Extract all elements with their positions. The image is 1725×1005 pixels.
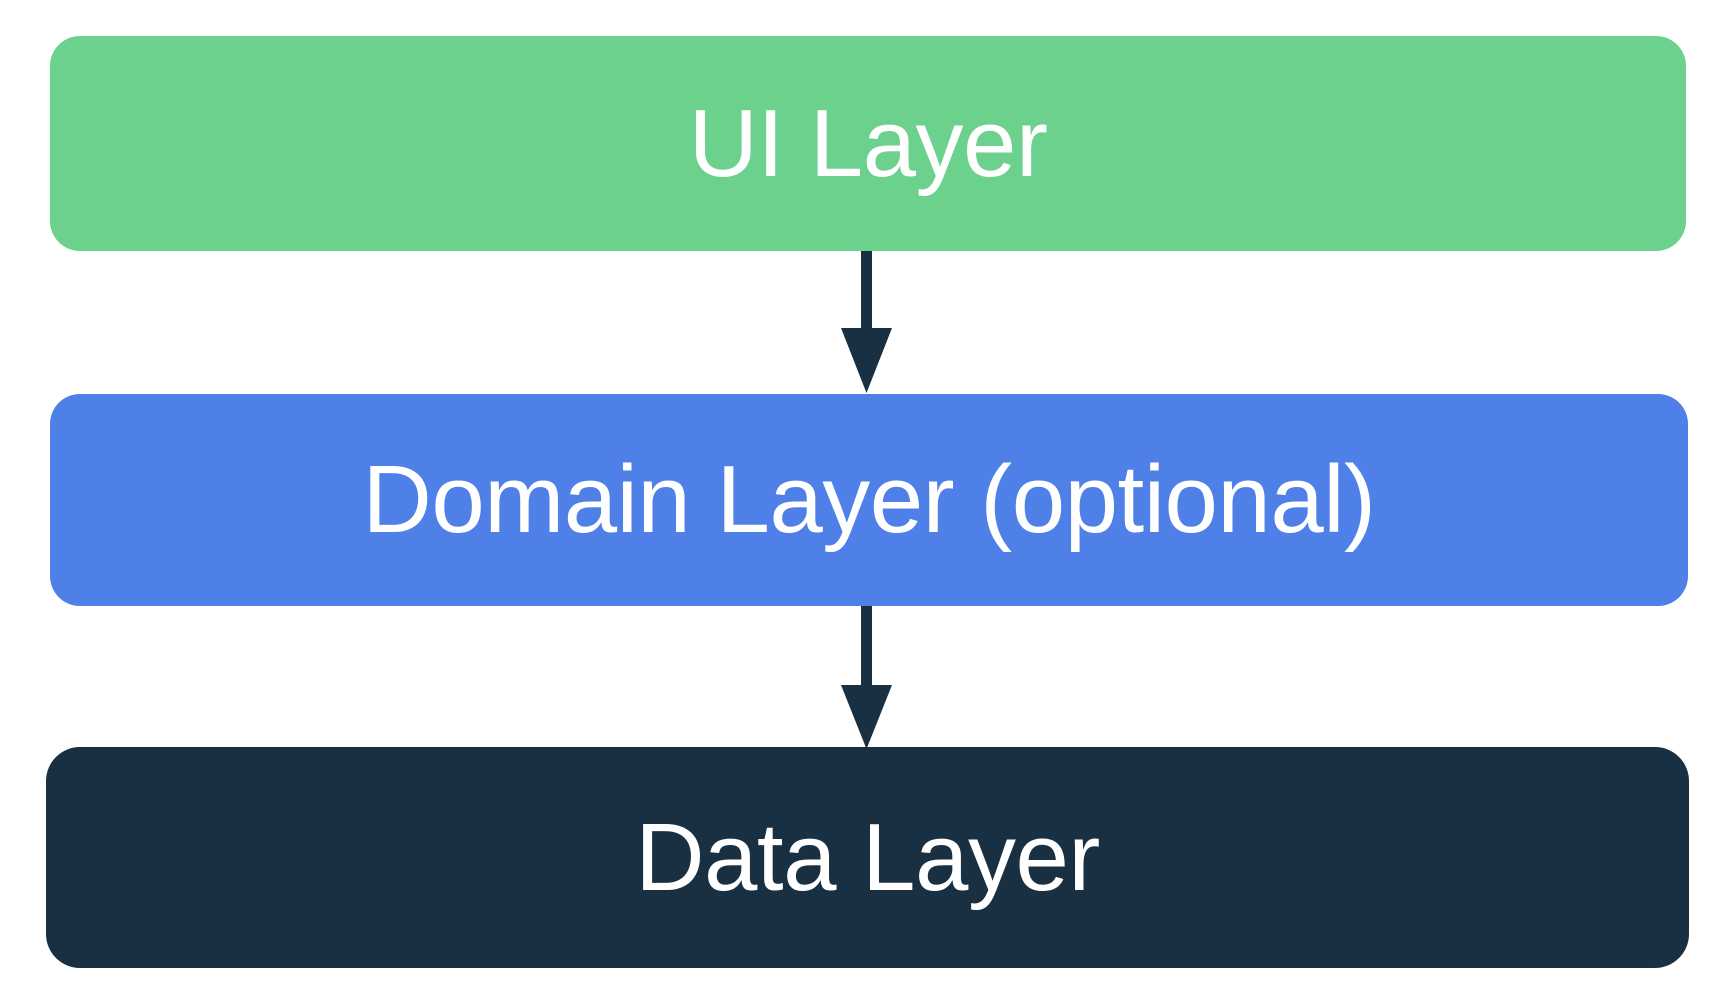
node-ui-layer-label: UI Layer	[688, 89, 1048, 197]
node-domain-layer-label: Domain Layer (optional)	[362, 446, 1377, 553]
node-data-layer[interactable]: Data Layer	[46, 747, 1689, 968]
arrow-ui-to-domain	[841, 251, 892, 393]
node-domain-layer[interactable]: Domain Layer (optional)	[50, 394, 1688, 606]
arrow-domain-to-data	[841, 605, 892, 749]
node-data-layer-label: Data Layer	[635, 803, 1100, 911]
node-ui-layer[interactable]: UI Layer	[50, 36, 1686, 251]
